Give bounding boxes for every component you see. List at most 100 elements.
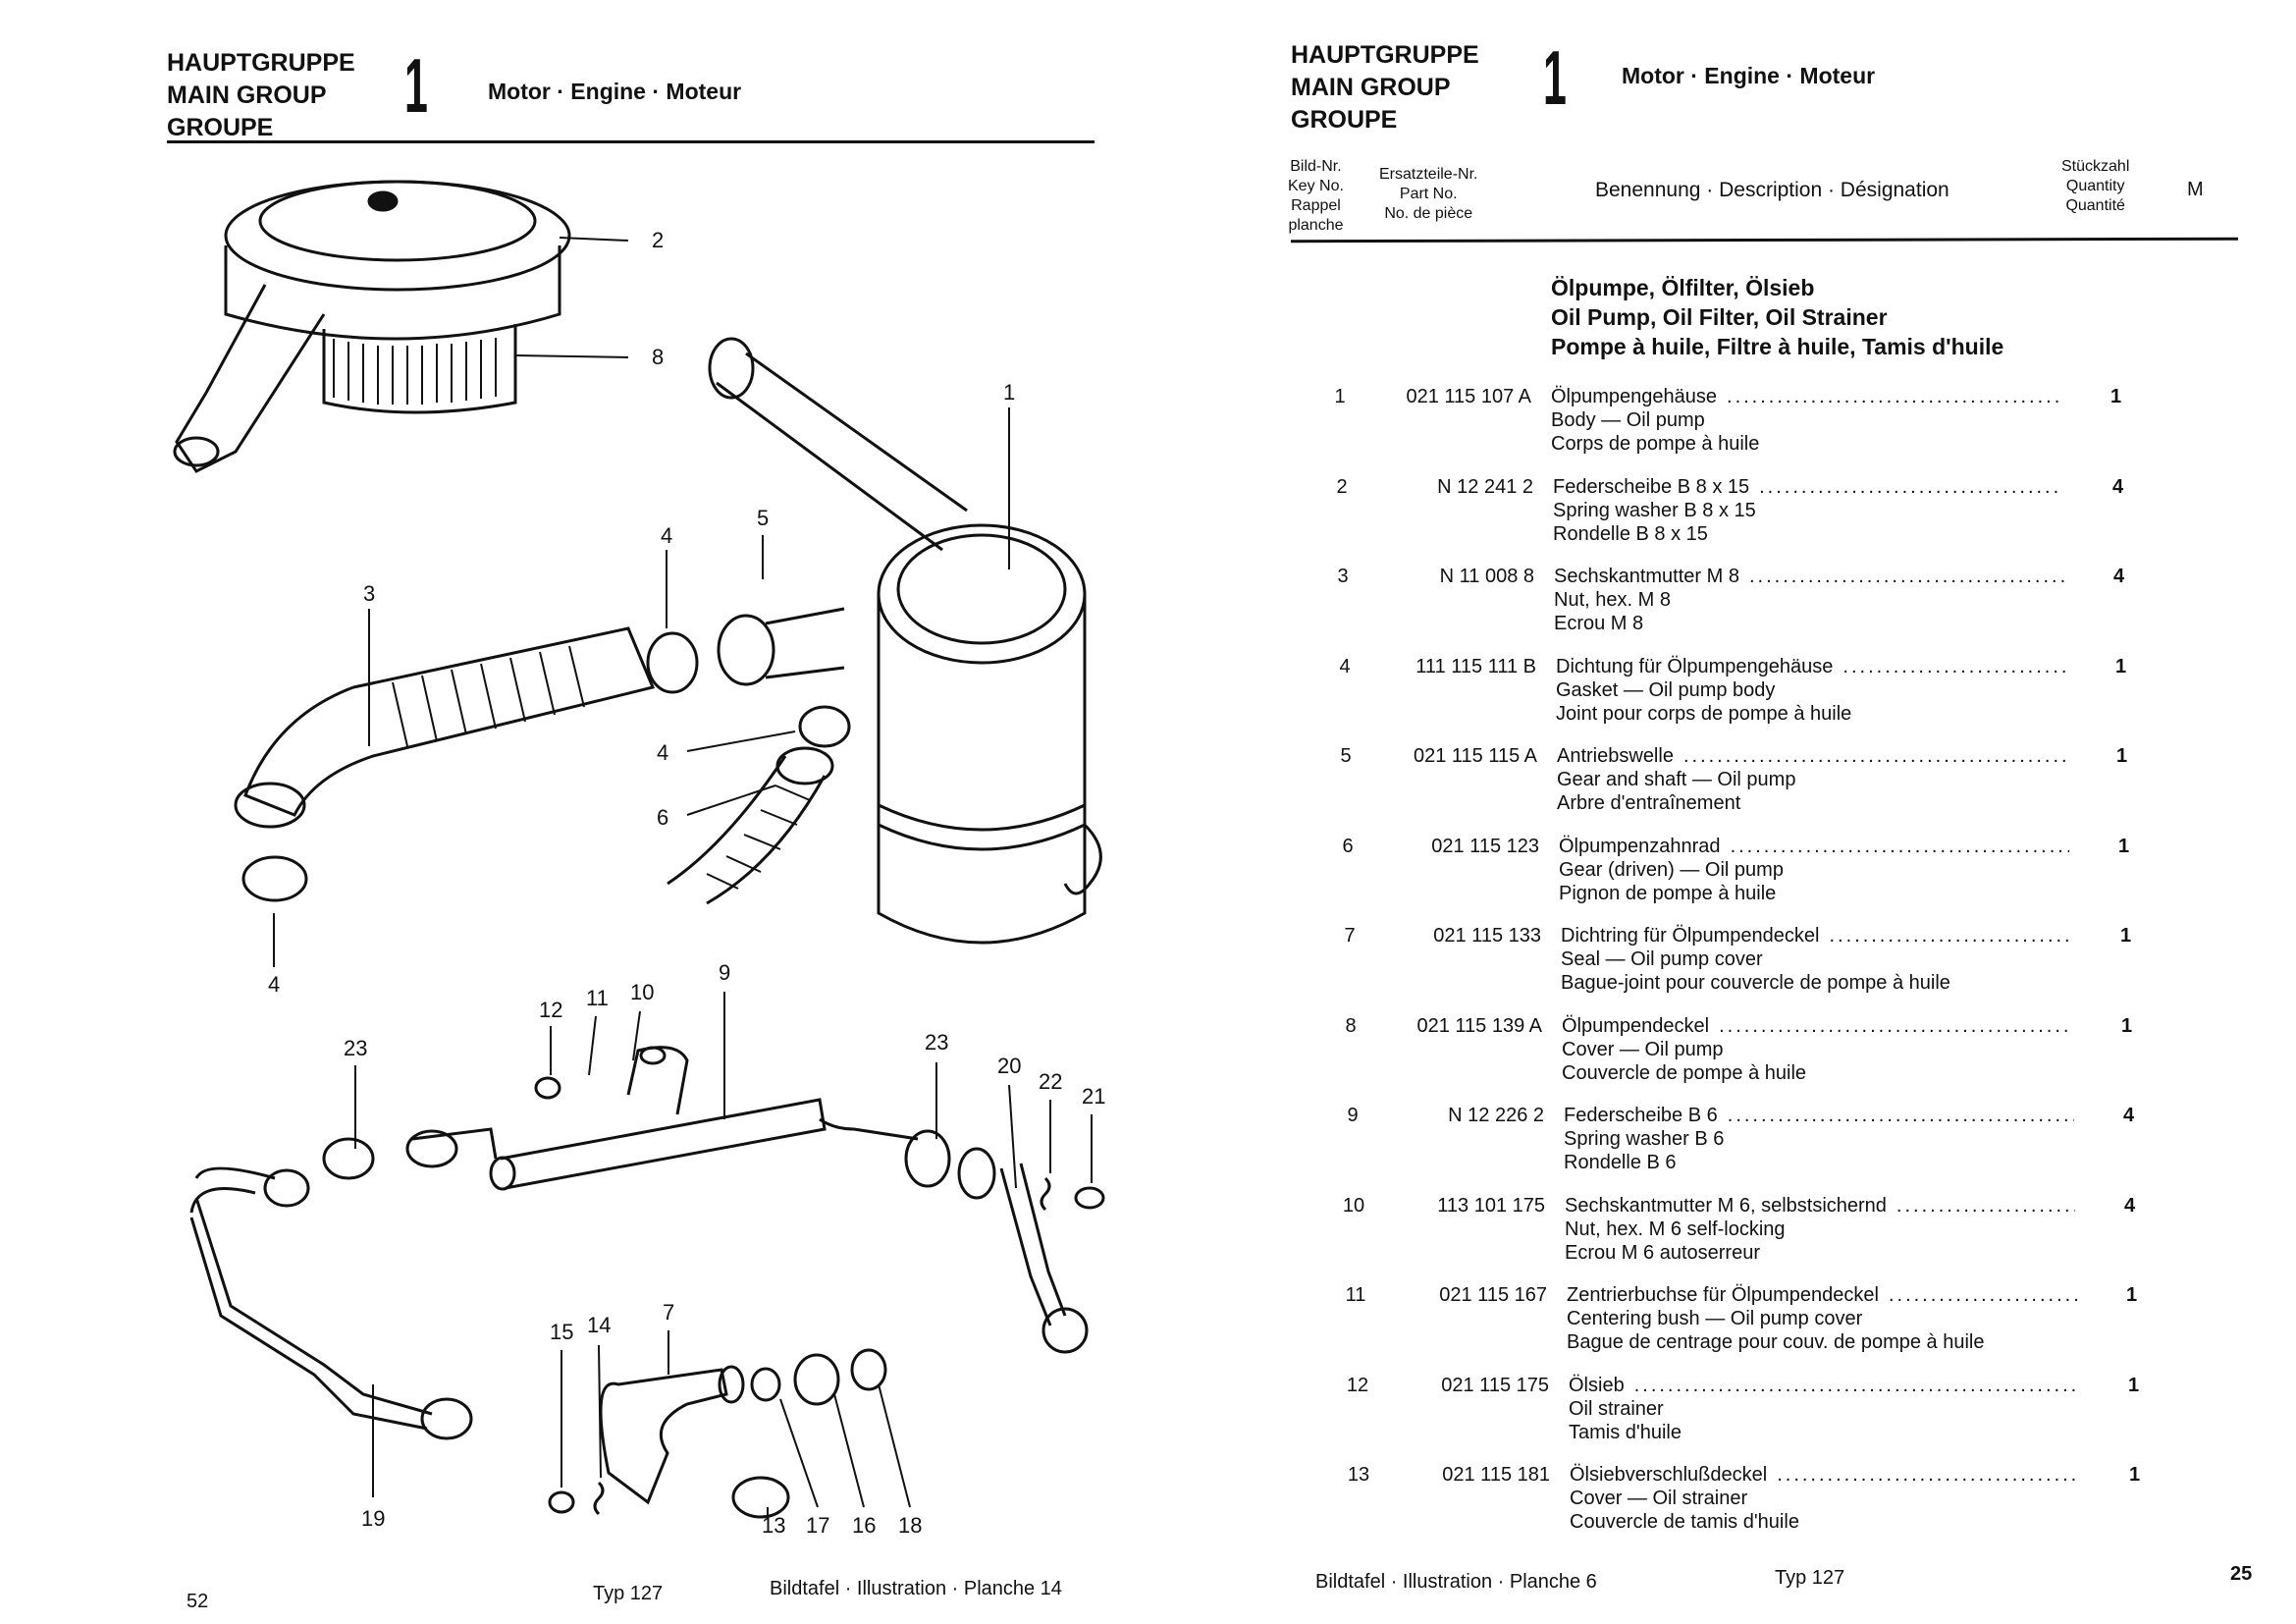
callout-label: 11 — [586, 986, 609, 1010]
description: Sechskantmutter M 6, selbstsichernd.....… — [1565, 1194, 2095, 1265]
description-de-line: Ölsieb..................................… — [1569, 1374, 2079, 1397]
description-fr: Pignon de pompe à huile — [1559, 882, 1777, 904]
description: Ölpumpendeckel..........................… — [1562, 1014, 2092, 1085]
callout-label: 2 — [652, 228, 665, 252]
callout-label: 4 — [657, 740, 669, 765]
table-row: 1 021 115 107 A Ölpumpengehäuse...........… — [1315, 385, 2248, 473]
callout-label: 23 — [925, 1030, 949, 1055]
description-en: Gasket — Oil pump body — [1556, 678, 1776, 701]
callout-label: 9 — [719, 960, 731, 985]
description-de: Ölpumpendeckel — [1562, 1014, 1710, 1037]
part-number: 021 115 139 A — [1416, 1014, 1542, 1037]
leader-dots: ........................................… — [1719, 1014, 2072, 1037]
part-number: 021 115 107 A — [1406, 386, 1531, 407]
description-fr: Arbre d'entraînement — [1557, 792, 1741, 814]
part-number: 111 115 111 B — [1415, 655, 1536, 677]
exploded-parts-diagram — [173, 180, 1105, 1519]
description-en: Gear and shaft — Oil pump — [1557, 769, 1796, 790]
col-key-de: Bild-Nr. — [1290, 158, 1342, 175]
section-title-de: Ölpumpe, Ölfilter, Ölsieb — [1551, 275, 1815, 300]
description-en: Spring washer B 8 x 15 — [1553, 499, 1756, 521]
main-group-header: HAUPTGRUPPE MAIN GROUP GROUPE — [167, 47, 355, 144]
key-number: 1 — [1334, 386, 1346, 407]
key-number: 2 — [1336, 475, 1348, 498]
oil-pipe — [405, 1046, 996, 1200]
header-line-fr: GROUPE — [167, 114, 274, 141]
key-number: 9 — [1347, 1105, 1359, 1126]
callout-label: 6 — [657, 805, 669, 830]
part-number: N 12 241 2 — [1437, 475, 1533, 498]
description-de-line: Ölpumpengehäuse.........................… — [1551, 385, 2061, 408]
callout-label: 4 — [661, 523, 673, 548]
quantity: 1 — [2116, 745, 2128, 767]
description-de-line: Federscheibe B 6........................… — [1564, 1104, 2074, 1127]
table-row: 8 021 115 139 A Ölpumpendeckel............… — [1326, 1014, 2259, 1103]
description-fr: Couvercle de tamis d'huile — [1570, 1511, 1799, 1533]
key-number: 13 — [1347, 1464, 1370, 1486]
description-de-line: Federscheibe B 8 x 15...................… — [1553, 475, 2063, 499]
description-de: Sechskantmutter M 8 — [1554, 566, 1739, 587]
col-key-fr2: planche — [1288, 217, 1344, 234]
part-number: N 11 008 8 — [1439, 566, 1534, 587]
section-title-en: Oil Pump, Oil Filter, Oil Strainer — [1551, 304, 1888, 330]
col-qty-de: Stückzahl — [2061, 158, 2130, 175]
description-de-line: Ölpumpendeckel..........................… — [1562, 1014, 2072, 1038]
description: Dichtring für Ölpumpendeckel............… — [1561, 924, 2091, 995]
column-header-m: M — [2187, 179, 2204, 200]
leader-dots: ........................................… — [1727, 1105, 2074, 1126]
callout-label: 19 — [361, 1506, 386, 1531]
description-en: Seal — Oil pump cover — [1561, 948, 1763, 970]
strainer-parts — [548, 1348, 887, 1519]
leader-dots: ........................................… — [1633, 1374, 2079, 1396]
description-de: Antriebswelle — [1557, 745, 1674, 767]
description-en: Oil strainer — [1569, 1397, 1664, 1420]
key-number: 6 — [1342, 835, 1354, 857]
callout-label: 5 — [757, 506, 770, 530]
header-line-en: MAIN GROUP — [167, 81, 327, 109]
column-header-key: Bild-Nr. Key No. Rappel planche — [1288, 157, 1344, 236]
quantity: 1 — [2126, 1284, 2138, 1306]
description-fr: Bague de centrage pour couv. de pompe à … — [1567, 1331, 1985, 1353]
callout-label: 22 — [1039, 1069, 1063, 1094]
leader-dots: ........................................… — [1829, 925, 2071, 947]
description: Dichtung für Ölpumpengehäuse............… — [1556, 655, 2086, 726]
part-number: 021 115 181 — [1442, 1464, 1550, 1486]
key-number: 8 — [1345, 1014, 1357, 1037]
oil-line-right — [999, 1163, 1105, 1354]
plate-reference: Bildtafel · Illustration · Planche 14 — [770, 1578, 1062, 1599]
key-number: 7 — [1344, 925, 1356, 947]
description-fr: Joint pour corps de pompe à huile — [1556, 702, 1852, 725]
plate-reference: Bildtafel · Illustration · Planche 6 — [1315, 1571, 1597, 1593]
key-number: 5 — [1340, 745, 1352, 767]
callout-label: 8 — [652, 345, 665, 369]
group-title: Motor · Engine · Moteur — [488, 79, 742, 104]
description-de: Federscheibe B 6 — [1564, 1105, 1718, 1126]
description-fr: Tamis d'huile — [1569, 1421, 1682, 1443]
callout-label: 4 — [268, 972, 281, 997]
description-en: Nut, hex. M 8 — [1554, 589, 1671, 611]
page-number: 25 — [2230, 1563, 2253, 1585]
oil-filter-canister — [708, 337, 1102, 945]
col-qty-fr: Quantité — [2065, 197, 2125, 214]
quantity: 4 — [2113, 566, 2125, 587]
leader-dots: ........................................… — [1730, 835, 2069, 857]
description-fr: Bague-joint pour couvercle de pompe à hu… — [1561, 972, 1950, 994]
section-title: Ölpumpe, Ölfilter, Ölsieb Oil Pump, Oil … — [1551, 273, 2003, 361]
part-number: 113 101 175 — [1437, 1194, 1545, 1217]
column-header-rule — [1290, 237, 2239, 244]
description-de: Ölpumpengehäuse — [1551, 386, 1718, 407]
callout-label: 1 — [1003, 380, 1016, 405]
part-number: 021 115 133 — [1433, 925, 1541, 947]
callout-label: 20 — [997, 1054, 1022, 1078]
vehicle-type: Typ 127 — [593, 1583, 664, 1604]
callout-label: 23 — [344, 1036, 368, 1060]
header-line-de: HAUPTGRUPPE — [167, 49, 355, 77]
description-fr: Corps de pompe à huile — [1551, 433, 1760, 455]
description-de-line: Sechskantmutter M 6, selbstsichernd.....… — [1565, 1194, 2075, 1218]
description-de-line: Dichtring für Ölpumpendeckel............… — [1561, 924, 2071, 947]
description-de: Sechskantmutter M 6, selbstsichernd — [1565, 1194, 1887, 1217]
vehicle-type: Typ 127 — [1775, 1567, 1845, 1589]
